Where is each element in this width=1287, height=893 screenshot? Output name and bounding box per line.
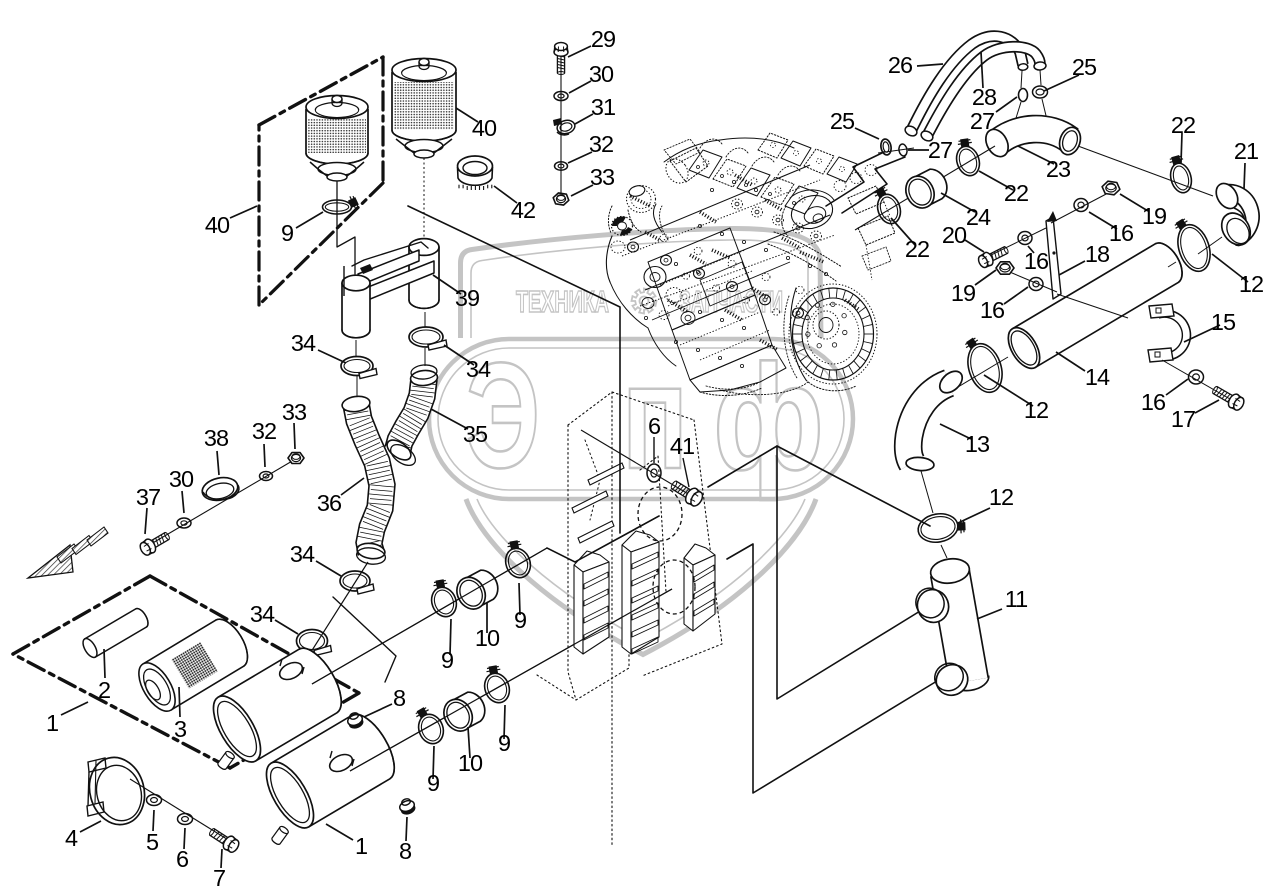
svg-text:5: 5	[146, 829, 159, 855]
svg-text:ТЕХНИКА: ТЕХНИКА	[516, 284, 609, 319]
svg-text:9: 9	[441, 647, 453, 673]
svg-text:14: 14	[1085, 364, 1110, 390]
svg-text:1: 1	[46, 710, 58, 736]
svg-text:16: 16	[980, 297, 1005, 323]
svg-text:35: 35	[463, 421, 488, 447]
svg-text:34: 34	[291, 330, 316, 356]
svg-text:23: 23	[1046, 156, 1071, 182]
svg-text:33: 33	[282, 399, 307, 425]
svg-text:31: 31	[591, 94, 615, 120]
svg-text:22: 22	[1171, 112, 1195, 138]
svg-text:18: 18	[1085, 241, 1110, 267]
svg-text:12: 12	[1024, 397, 1048, 423]
svg-text:11: 11	[1005, 586, 1027, 612]
svg-text:9: 9	[514, 607, 526, 633]
svg-text:40: 40	[205, 212, 230, 238]
svg-text:19: 19	[1142, 203, 1166, 229]
svg-text:3: 3	[174, 716, 187, 742]
svg-text:26: 26	[888, 52, 913, 78]
svg-text:34: 34	[466, 356, 491, 382]
svg-text:12: 12	[989, 484, 1013, 510]
svg-text:22: 22	[1004, 180, 1028, 206]
svg-text:32: 32	[589, 131, 613, 157]
svg-text:13: 13	[965, 431, 990, 457]
svg-text:30: 30	[589, 61, 614, 87]
svg-text:9: 9	[498, 730, 510, 756]
svg-text:32: 32	[252, 418, 276, 444]
svg-text:30: 30	[169, 466, 194, 492]
svg-text:10: 10	[458, 750, 483, 776]
svg-text:Э: Э	[466, 331, 540, 499]
svg-text:7: 7	[213, 865, 225, 891]
svg-text:9: 9	[281, 220, 293, 246]
svg-text:34: 34	[250, 601, 275, 627]
svg-text:40: 40	[472, 115, 497, 141]
svg-text:25: 25	[830, 108, 855, 134]
svg-text:6: 6	[176, 846, 189, 872]
svg-text:34: 34	[290, 541, 315, 567]
svg-text:21: 21	[1234, 138, 1258, 164]
svg-text:ф: ф	[713, 333, 824, 501]
svg-text:2: 2	[98, 677, 110, 703]
svg-text:16: 16	[1109, 220, 1134, 246]
svg-text:33: 33	[590, 164, 615, 190]
svg-text:36: 36	[317, 490, 342, 516]
svg-text:29: 29	[591, 26, 615, 52]
svg-text:38: 38	[204, 425, 229, 451]
svg-text:42: 42	[511, 197, 535, 223]
svg-text:27: 27	[970, 108, 994, 134]
svg-text:19: 19	[951, 280, 975, 306]
svg-text:16: 16	[1024, 248, 1049, 274]
svg-text:27: 27	[928, 137, 952, 163]
svg-text:16: 16	[1141, 389, 1166, 415]
svg-text:1: 1	[355, 833, 367, 859]
svg-text:25: 25	[1072, 54, 1097, 80]
svg-text:20: 20	[942, 222, 967, 248]
svg-text:8: 8	[399, 838, 412, 864]
svg-text:41: 41	[670, 433, 694, 459]
svg-text:15: 15	[1211, 309, 1236, 335]
svg-text:9: 9	[427, 770, 439, 796]
svg-text:12: 12	[1239, 271, 1263, 297]
svg-text:8: 8	[393, 685, 406, 711]
svg-text:22: 22	[905, 236, 929, 262]
svg-text:4: 4	[65, 825, 78, 851]
svg-text:10: 10	[475, 625, 500, 651]
svg-text:6: 6	[648, 413, 661, 439]
svg-text:37: 37	[136, 484, 160, 510]
svg-text:28: 28	[972, 84, 997, 110]
svg-text:п: п	[622, 332, 688, 500]
svg-text:17: 17	[1171, 406, 1195, 432]
svg-text:39: 39	[455, 285, 479, 311]
svg-text:24: 24	[966, 204, 991, 230]
